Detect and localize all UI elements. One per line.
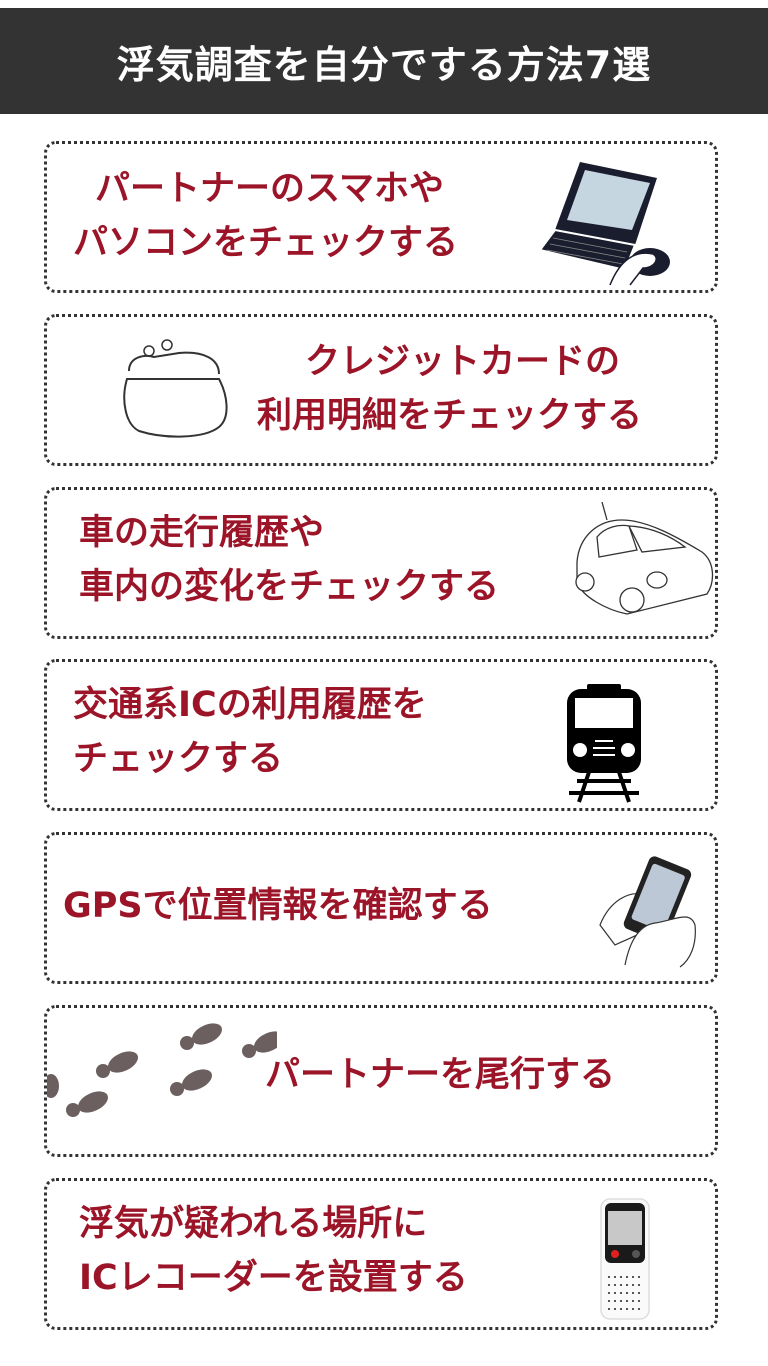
ic-recorder-icon xyxy=(600,1198,650,1320)
laptop-with-mouse-icon xyxy=(538,162,670,286)
page-header: 浮気調査を自分でする方法7選 xyxy=(0,8,768,114)
page-title: 浮気調査を自分でする方法7選 xyxy=(116,42,652,87)
method-text: 交通系ICの利用履歴を チェックする xyxy=(73,685,427,779)
method-card-3: 車の走行履歴や 車内の変化をチェックする xyxy=(44,487,718,639)
method-text: パートナーのスマホや パソコンをチェックする xyxy=(73,169,459,263)
method-text: パートナーを尾行する xyxy=(265,1055,616,1095)
method-card-5: GPSで位置情報を確認する xyxy=(44,832,718,984)
method-card-6: パートナーを尾行する xyxy=(44,1005,718,1157)
car-icon xyxy=(575,502,714,615)
method-text: GPSで位置情報を確認する xyxy=(63,886,493,926)
footprints-icon xyxy=(47,1023,277,1117)
method-text: 浮気が疑われる場所に ICレコーダーを設置する xyxy=(79,1204,468,1298)
train-icon xyxy=(567,684,641,803)
coin-purse-icon xyxy=(123,339,228,438)
method-card-4: 交通系ICの利用履歴を チェックする xyxy=(44,659,718,811)
method-card-7: 浮気が疑われる場所に ICレコーダーを設置する xyxy=(44,1178,718,1330)
smartphone-in-hands-icon xyxy=(599,856,696,968)
method-text: クレジットカードの 利用明細をチェックする xyxy=(257,342,643,436)
method-card-1: パートナーのスマホや パソコンをチェックする xyxy=(44,141,718,293)
method-card-2: クレジットカードの 利用明細をチェックする xyxy=(44,314,718,466)
method-text: 車の走行履歴や 車内の変化をチェックする xyxy=(79,513,500,607)
